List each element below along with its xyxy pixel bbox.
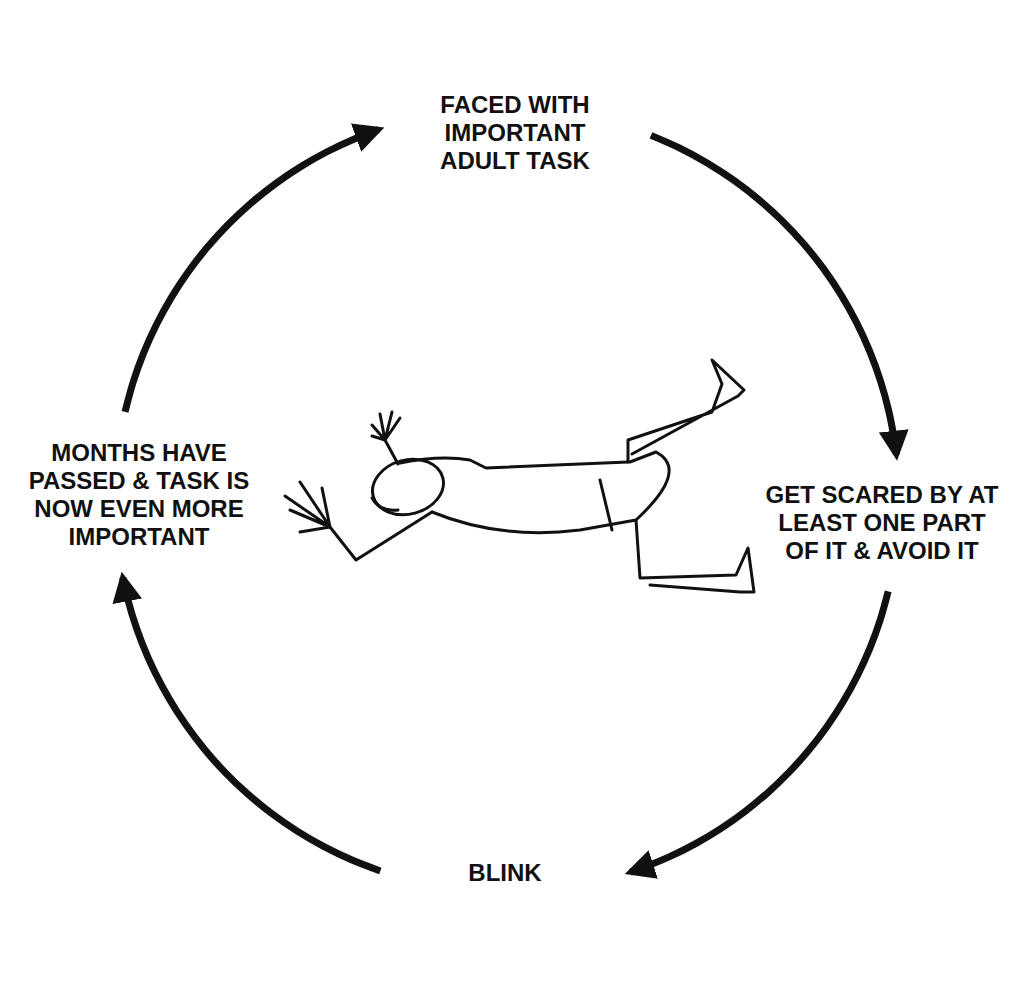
step-label: GET SCARED BY AT LEAST ONE PART OF IT & … [764,481,1000,565]
figure-hand-lower [285,482,330,527]
figure-leg-lower [636,520,754,592]
step-label: BLINK [405,859,605,887]
figure-ear [372,498,398,510]
figure-hip-line [600,480,612,530]
cycle-step: GET SCARED BY AT LEAST ONE PART OF IT & … [764,481,1000,565]
cycle-step: MONTHS HAVE PASSED & TASK IS NOW EVEN MO… [10,439,268,551]
figure-hand-upper [372,412,400,464]
figure-body [432,452,669,533]
step-label: MONTHS HAVE PASSED & TASK IS NOW EVEN MO… [10,439,268,551]
cycle-step: FACED WITH IMPORTANT ADULT TASK [405,91,625,175]
figure-arm-upper [400,458,628,468]
cycle-arrow [125,130,379,412]
cycle-arrow [630,591,888,872]
cycle-arrow [651,135,896,454]
cycle-arrow [123,578,381,871]
figure-leg-upper [628,360,744,462]
cycle-step: BLINK [405,859,605,887]
step-label: FACED WITH IMPORTANT ADULT TASK [405,91,625,175]
